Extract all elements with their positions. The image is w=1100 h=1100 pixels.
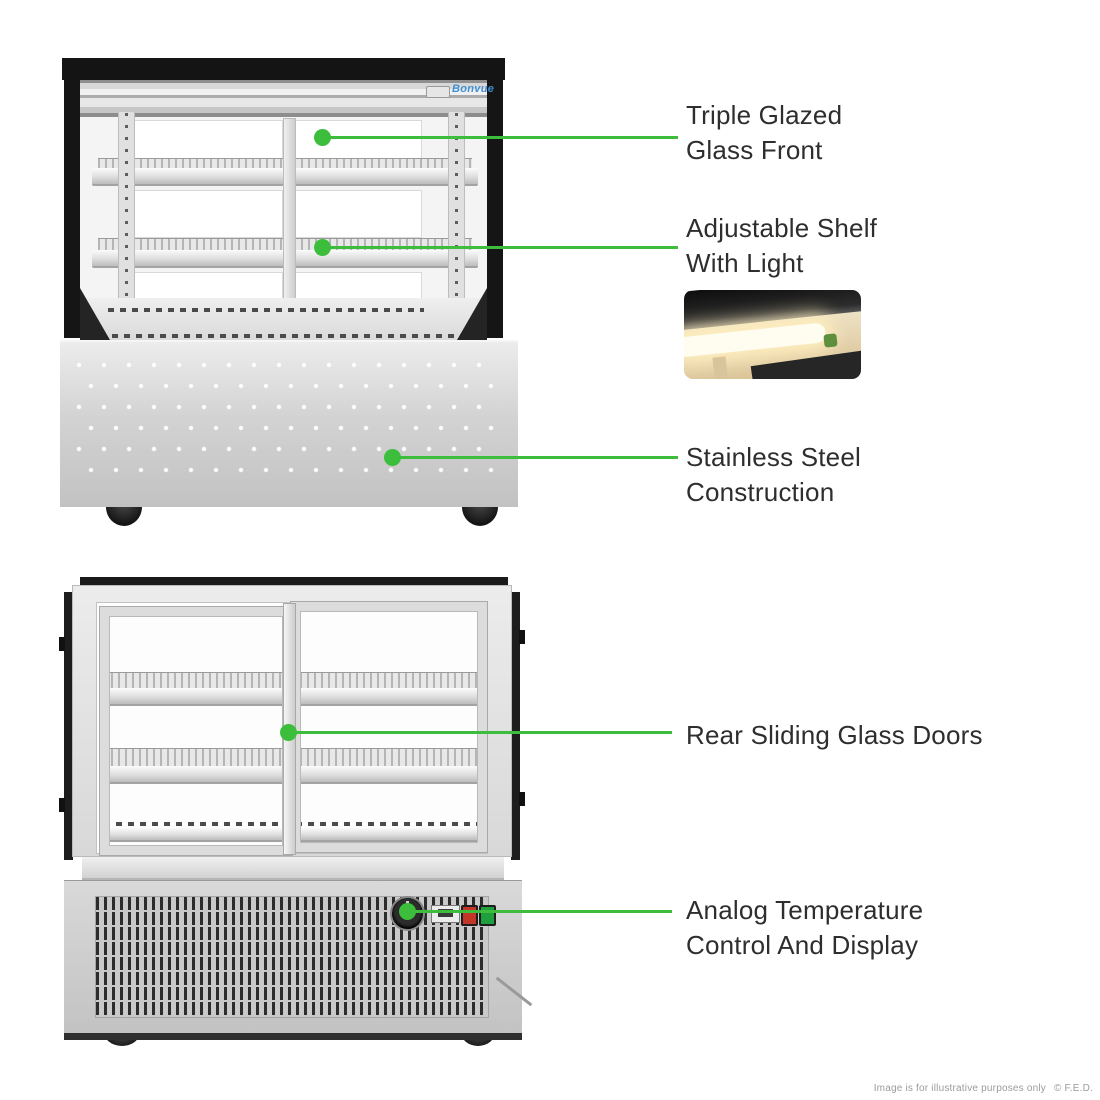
glass-front-pillar-right: [487, 80, 503, 338]
callout-line: [414, 910, 672, 913]
label-line: Glass Front: [686, 135, 823, 165]
callout-line: [296, 731, 672, 734]
rear-door-top-rail: [80, 113, 487, 117]
stainless-base-panel: [60, 340, 518, 507]
label-line: Rear Sliding Glass Doors: [686, 720, 983, 750]
label-line: Analog Temperature: [686, 895, 924, 925]
glass-front-pillar-left: [64, 80, 80, 338]
callout-dot-temp-control: [399, 903, 416, 920]
hinge-tab: [519, 630, 525, 644]
top-light-housing: [80, 80, 487, 113]
hinge-tab: [59, 637, 65, 651]
cabinet-sill: [82, 857, 504, 880]
shelf-standard-right: [448, 112, 465, 332]
callout-dot-glass-front: [314, 129, 331, 146]
callout-line: [330, 136, 678, 139]
hinge-tab: [59, 798, 65, 812]
callout-line: [400, 456, 678, 459]
shelf-light-inset-image: [684, 290, 861, 379]
vent-strip: [88, 334, 478, 338]
rear-opening: [130, 190, 283, 238]
lcd-window: [438, 909, 453, 917]
brand-logo: Bonvue: [452, 83, 495, 95]
vent-grille: [96, 897, 488, 1017]
sliding-door-right: [291, 602, 487, 852]
compressor-housing: [64, 880, 522, 1040]
rear-door-mullion: [283, 118, 296, 300]
rear-opening: [289, 190, 422, 238]
power-switch-red: [461, 905, 478, 926]
sliding-door-left: [100, 607, 292, 855]
footer-copyright: © F.E.D.: [1054, 1083, 1093, 1094]
hinge-tab: [519, 792, 525, 806]
shelf-standard-left: [118, 112, 135, 332]
rear-top-frame: [80, 577, 508, 585]
callout-label-temp-control: Analog Temperature Control And Display: [686, 893, 923, 963]
spec-sticker: [426, 86, 450, 98]
callout-label-shelf: Adjustable Shelf With Light: [686, 211, 877, 281]
callout-label-rear-doors: Rear Sliding Glass Doors: [686, 718, 983, 753]
light-switch-green: [479, 905, 496, 926]
footer-disclaimer: Image is for illustrative purposes only ©…: [874, 1083, 1093, 1094]
label-line: Stainless Steel: [686, 442, 861, 472]
disclaimer-text: Image is for illustrative purposes only: [873, 1083, 1047, 1094]
label-line: Adjustable Shelf: [686, 213, 878, 243]
callout-label-glass-front: Triple Glazed Glass Front: [686, 98, 842, 168]
label-line: Control And Display: [686, 930, 919, 960]
callout-dot-stainless: [384, 449, 401, 466]
callout-label-stainless: Stainless Steel Construction: [686, 440, 861, 510]
temperature-display: [431, 905, 460, 923]
callout-line: [330, 246, 678, 249]
label-line: Triple Glazed: [686, 100, 843, 130]
perforation-dots: [76, 362, 502, 485]
interior-floor: [80, 298, 487, 340]
vent-strip: [108, 308, 424, 312]
label-line: With Light: [686, 248, 804, 278]
cabinet-top-frame: [62, 58, 505, 80]
side-edge-left: [64, 592, 73, 860]
cabinet-interior: Bonvue: [80, 80, 494, 340]
rear-opening: [289, 272, 422, 300]
label-line: Construction: [686, 477, 835, 507]
side-edge-right: [511, 592, 520, 860]
light-end-cap: [823, 333, 838, 348]
rear-opening: [130, 272, 283, 300]
callout-dot-rear-doors: [280, 724, 297, 741]
callout-dot-shelf: [314, 239, 331, 256]
